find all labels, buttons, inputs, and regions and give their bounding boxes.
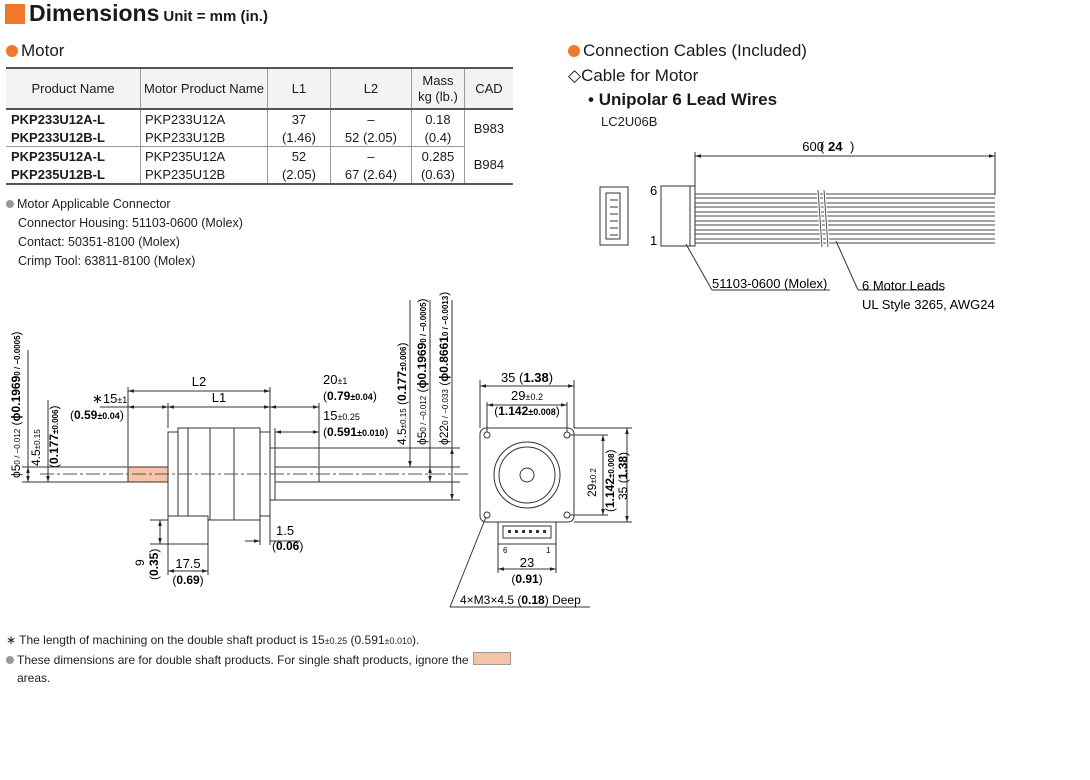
cable-pin-bottom: 1 bbox=[650, 233, 657, 248]
dim-9: 9 bbox=[133, 559, 147, 566]
bullet-icon bbox=[6, 200, 14, 208]
wire-type: • Unipolar 6 Lead Wires bbox=[588, 90, 778, 109]
dim-20: 20±1 bbox=[323, 372, 347, 387]
diamond-icon: ◇ bbox=[568, 66, 582, 85]
th-motor: Motor Product Name bbox=[140, 67, 268, 110]
dim-23: 23 bbox=[520, 555, 534, 570]
cable-length-dim-in: 24 bbox=[828, 139, 843, 154]
leads-spec: UL Style 3265, AWG24 bbox=[862, 297, 995, 312]
dim-35-v: 35 (1.38) bbox=[616, 452, 630, 500]
dim-29-v-in: (1.142±0.008) bbox=[603, 450, 617, 512]
front-pin-1: 1 bbox=[546, 546, 551, 555]
paren-open: ( bbox=[820, 139, 825, 154]
dim-star15-in: (0.59±0.04) bbox=[70, 408, 124, 422]
table-row: PKP233U12B-L PKP233U12B (1.46) 52 (2.05)… bbox=[6, 128, 513, 147]
footnote-shaft: These dimensions are for double shaft pr… bbox=[6, 652, 511, 667]
table-row: PKP233U12A-L PKP233U12A 37 – 0.18 B983 bbox=[6, 109, 513, 147]
dim-l2: L2 bbox=[192, 374, 206, 389]
connector-contact: Contact: 50351-8100 (Molex) bbox=[18, 235, 180, 249]
dim-29-v: 29±0.2 bbox=[585, 468, 599, 497]
dim-1-5: 1.5 bbox=[276, 523, 294, 538]
connector-crimp: Crimp Tool: 63811-8100 (Molex) bbox=[18, 254, 196, 268]
front-pin-6: 6 bbox=[503, 546, 508, 555]
dim-4-5-left-in: (0.177±0.006) bbox=[47, 406, 61, 468]
dim-star15: ∗15±1 bbox=[92, 391, 127, 406]
motor-side-view bbox=[22, 300, 470, 575]
highlight-swatch bbox=[472, 652, 511, 665]
connector-note-title: Motor Applicable Connector bbox=[6, 197, 171, 211]
heading-marker bbox=[5, 4, 25, 24]
cables-section-title: Connection Cables (Included) bbox=[568, 41, 807, 61]
cable-pin-top: 6 bbox=[650, 183, 657, 198]
bullet-icon bbox=[568, 45, 580, 57]
connector-housing: Connector Housing: 51103-0600 (Molex) bbox=[18, 216, 243, 230]
dim-phi5-left: ϕ50 / −0.012 (ϕ0.19690 / −0.0005) bbox=[9, 331, 23, 478]
footnote-shaft-cont: areas. bbox=[17, 671, 51, 685]
bullet-icon: • bbox=[588, 90, 599, 109]
dim-17-5-in: (0.69) bbox=[172, 573, 203, 587]
dim-29-in: (1.142±0.008) bbox=[494, 404, 560, 418]
dim-15-in: (0.591±0.010) bbox=[323, 425, 389, 439]
dim-35: 35 (1.38) bbox=[501, 370, 553, 385]
spec-table: Product Name Motor Product Name L1 L2 Ma… bbox=[6, 67, 513, 185]
cable-subtitle: ◇Cable for Motor bbox=[568, 66, 699, 85]
dim-l1: L1 bbox=[212, 390, 226, 405]
th-product: Product Name bbox=[6, 67, 141, 110]
dim-4-5-top: 4.5±0.15 (0.177±0.006) bbox=[395, 343, 409, 445]
dim-20-in: (0.79±0.04) bbox=[323, 389, 377, 403]
dim-9-in: (0.35) bbox=[147, 549, 161, 580]
dim-17-5: 17.5 bbox=[175, 556, 200, 571]
unit-note: Unit = mm (in.) bbox=[163, 8, 268, 25]
th-l1: L1 bbox=[266, 67, 331, 110]
th-l2: L2 bbox=[329, 67, 412, 110]
footnote-machining: ∗ The length of machining on the double … bbox=[6, 633, 420, 647]
table-row: PKP235U12B-L PKP235U12B (2.05) 67 (2.64)… bbox=[6, 165, 513, 185]
leads-label: 6 Motor Leads bbox=[862, 278, 946, 293]
dim-4-5-left: 4.5±0.15 bbox=[29, 429, 43, 466]
dim-1-5-in: (0.06) bbox=[272, 539, 303, 553]
bullet-icon bbox=[6, 45, 18, 57]
motor-front-view bbox=[449, 380, 632, 608]
screw-spec: 4×M3×4.5 (0.18) Deep bbox=[460, 593, 581, 607]
dim-phi5-top: ϕ50 / −0.012 (ϕ0.19690 / −0.0005) bbox=[415, 298, 429, 445]
cable-drawing bbox=[599, 152, 996, 291]
bullet-icon bbox=[6, 656, 14, 664]
dim-23-in: (0.91) bbox=[511, 572, 542, 586]
cable-model: LC2U06B bbox=[601, 114, 658, 129]
table-row: PKP235U12A-L PKP235U12A 52 – 0.285 B984 bbox=[6, 146, 513, 185]
dim-29: 29±0.2 bbox=[511, 388, 543, 403]
cable-length-dim: 600 bbox=[802, 139, 824, 154]
paren-close: ) bbox=[850, 139, 854, 154]
motor-section-title: Motor bbox=[6, 41, 64, 61]
dim-15: 15±0.25 bbox=[323, 408, 360, 423]
connector-label: 51103-0600 (Molex) bbox=[712, 276, 827, 291]
dim-phi22: ϕ220 / −0.033 (ϕ0.86610 / −0.0013) bbox=[437, 292, 451, 445]
th-cad: CAD bbox=[463, 67, 513, 110]
